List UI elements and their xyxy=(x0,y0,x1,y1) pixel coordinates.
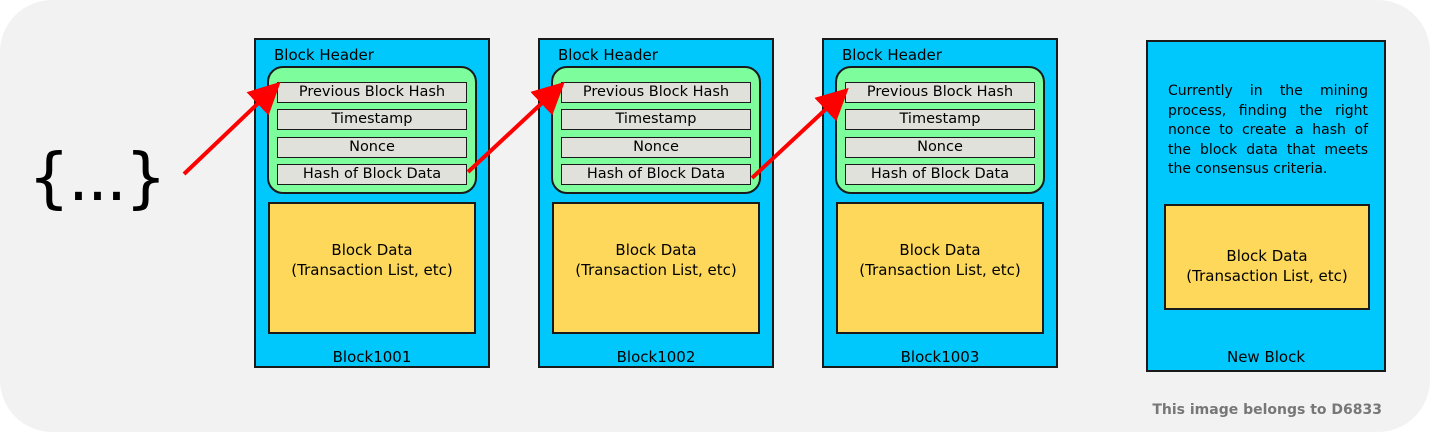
nonce-field: Nonce xyxy=(561,137,751,158)
block-data: Block Data (Transaction List, etc) xyxy=(1164,204,1370,310)
block-header-label: Block Header xyxy=(274,46,374,64)
previous-block-hash-field: Previous Block Hash xyxy=(561,82,751,103)
block-label: Block1002 xyxy=(616,348,696,366)
block-1001: Block Header Previous Block Hash Timesta… xyxy=(254,38,490,368)
timestamp-field: Timestamp xyxy=(277,109,467,130)
watermark: This image belongs to D6833 xyxy=(1152,402,1382,418)
block-data: Block Data (Transaction List, etc) xyxy=(836,202,1044,334)
hash-of-block-data-field: Hash of Block Data xyxy=(561,164,751,185)
block-data-subtitle: (Transaction List, etc) xyxy=(1186,267,1348,285)
block-header: Previous Block Hash Timestamp Nonce Hash… xyxy=(835,66,1045,194)
timestamp-field: Timestamp xyxy=(845,109,1035,130)
block-1002: Block Header Previous Block Hash Timesta… xyxy=(538,38,774,368)
block-label: Block1003 xyxy=(900,348,980,366)
block-header: Previous Block Hash Timestamp Nonce Hash… xyxy=(551,66,761,194)
previous-block-hash-field: Previous Block Hash xyxy=(845,82,1035,103)
mining-note: Currently in the mining process, finding… xyxy=(1168,83,1368,177)
nonce-field: Nonce xyxy=(845,137,1035,158)
block-data: Block Data (Transaction List, etc) xyxy=(552,202,760,334)
block-data-subtitle: (Transaction List, etc) xyxy=(859,261,1021,279)
block-label: New Block xyxy=(1226,348,1306,366)
block-1003: Block Header Previous Block Hash Timesta… xyxy=(822,38,1058,368)
nonce-field: Nonce xyxy=(277,137,467,158)
hash-of-block-data-field: Hash of Block Data xyxy=(845,164,1035,185)
block-header-label: Block Header xyxy=(558,46,658,64)
ellipsis-symbol: {...} xyxy=(28,139,167,216)
block-data-title: Block Data xyxy=(331,241,413,259)
block-data-title: Block Data xyxy=(899,241,981,259)
previous-block-hash-field: Previous Block Hash xyxy=(277,82,467,103)
block-data: Block Data (Transaction List, etc) xyxy=(268,202,476,334)
block-data-title: Block Data xyxy=(1226,247,1308,265)
block-data-subtitle: (Transaction List, etc) xyxy=(575,261,737,279)
timestamp-field: Timestamp xyxy=(561,109,751,130)
hash-of-block-data-field: Hash of Block Data xyxy=(277,164,467,185)
new-block: Currently in the mining process, finding… xyxy=(1146,40,1386,372)
block-data-subtitle: (Transaction List, etc) xyxy=(291,261,453,279)
block-label: Block1001 xyxy=(332,348,412,366)
block-data-title: Block Data xyxy=(615,241,697,259)
block-header-label: Block Header xyxy=(842,46,942,64)
block-header: Previous Block Hash Timestamp Nonce Hash… xyxy=(267,66,477,194)
